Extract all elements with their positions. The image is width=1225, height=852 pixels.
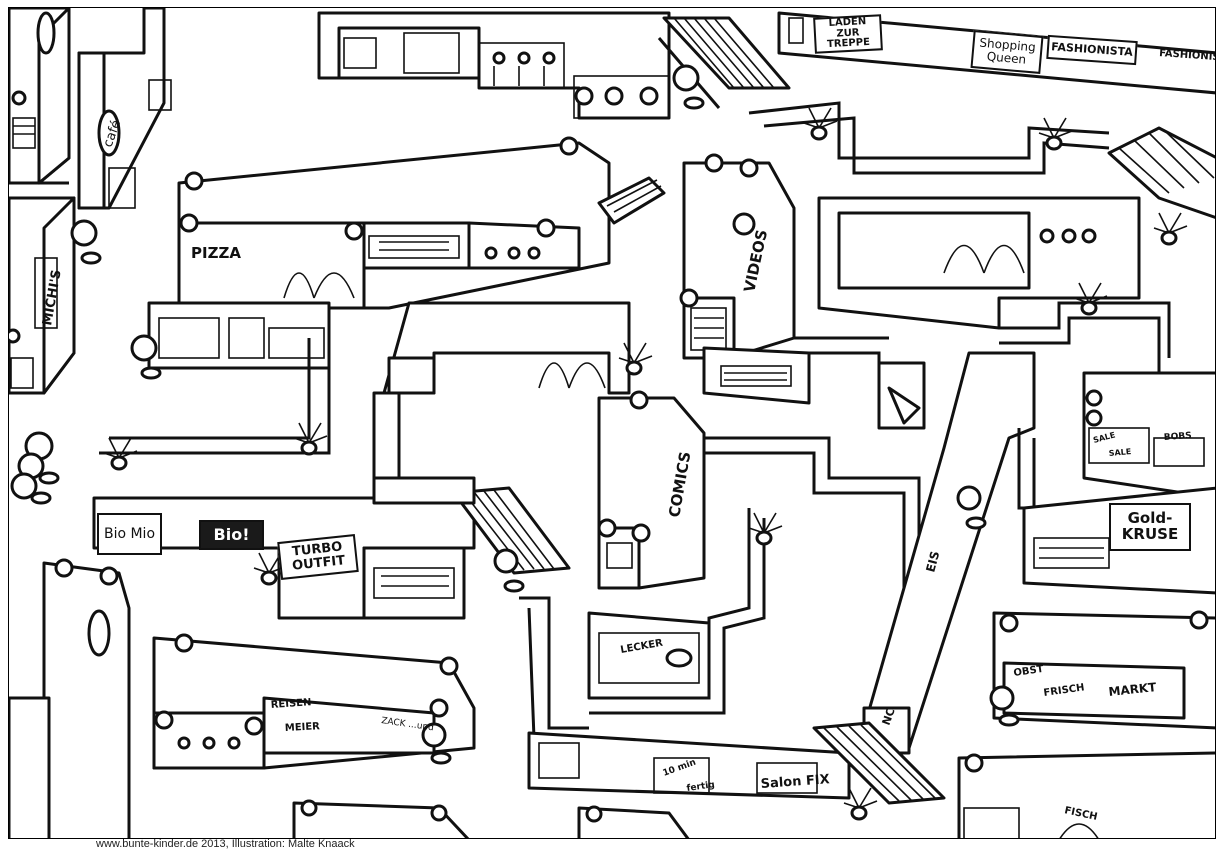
sign-fertig: fertig: [686, 780, 715, 794]
stairs-top: [657, 16, 791, 109]
sign-bio: Bio!: [199, 520, 264, 550]
sign-gold-kruse: Gold-KRUSE: [1109, 503, 1191, 551]
building-videos-lower: [702, 346, 811, 405]
building-lower-center: [527, 731, 851, 800]
sign-salon-fix: Salon FIX: [760, 772, 830, 792]
sign-bio-mio: Bio Mio: [97, 513, 162, 555]
sign-reisen: REISEN: [270, 697, 311, 711]
image-credit: www.bunte-kinder.de 2013, Illustration: …: [96, 838, 355, 850]
stairs-pizza: [597, 176, 666, 225]
building-top-strip: [317, 11, 671, 120]
building-lecker: [587, 611, 711, 700]
sign-nc: NC: [880, 706, 898, 727]
building-small-mid: [877, 361, 926, 430]
trees-and-plants: [10, 64, 1188, 821]
building-bottom-left: [292, 799, 470, 838]
building-right-mid: [1082, 371, 1215, 500]
maze-illustration: PIZZA MICHI'S café VIDEOS COMICS LECKER …: [8, 7, 1216, 839]
building-bottom-center: [577, 805, 690, 838]
building-fisch: [957, 751, 1215, 838]
building-comics: [597, 390, 706, 590]
building-markt: [992, 610, 1215, 730]
sign-markt: MARKT: [1108, 680, 1158, 699]
stairs-right-upper: [1107, 126, 1215, 219]
building-michis: [9, 196, 76, 395]
sign-laden-zur-treppe: LADEN ZUR TREPPE: [813, 14, 883, 54]
sign-bobs: BOBS: [1164, 431, 1192, 443]
building-pizza: [177, 136, 611, 310]
building-right-upper: [817, 196, 1141, 330]
sign-shopping-queen: Shopping Queen: [970, 30, 1044, 74]
building-lower-left: [9, 558, 131, 838]
stairs-bio: [452, 486, 571, 575]
sign-meier: MEIER: [285, 721, 321, 734]
wall-center-path: [372, 301, 631, 505]
maze-drawing: PIZZA MICHI'S café VIDEOS COMICS LECKER …: [9, 8, 1215, 838]
building-pizza-lower: [147, 301, 331, 370]
sign-obst: OBST: [1013, 664, 1045, 679]
sign-sale-2: SALE: [1108, 447, 1131, 458]
building-videos: [679, 153, 796, 360]
building-reisen: [152, 633, 476, 770]
stairs-lower-right: [812, 721, 946, 805]
sign-turbo-outfit: TURBO OUTFIT: [277, 534, 359, 580]
sign-eis: EIS: [923, 550, 942, 574]
building-cafe: [77, 8, 172, 210]
sign-pizza: PIZZA: [191, 244, 241, 262]
building-left-top: [9, 8, 71, 185]
